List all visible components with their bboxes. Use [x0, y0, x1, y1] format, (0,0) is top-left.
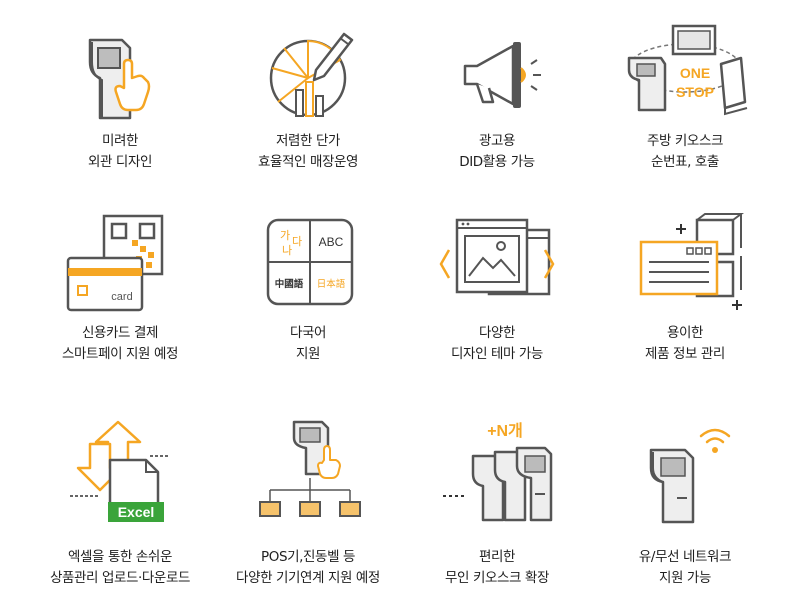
caption-line1: 엑셀을 통한 손쉬운	[68, 549, 172, 565]
feature-excel: Excel 엑셀을 통한 손쉬운 상품관리 업로드·다운로드	[21, 416, 219, 606]
product-info-boxes-icon	[625, 210, 745, 320]
na-label: 나	[282, 244, 292, 257]
chinese-label: 中國語	[275, 278, 304, 290]
caption-line1: 신용카드 결제	[81, 325, 158, 341]
feature-network: 유/무선 네트워크 지원 가능	[586, 416, 784, 606]
caption-line2: DID활용 가능	[459, 154, 535, 170]
feature-caption: 다양한 디자인 테마 가능	[398, 323, 596, 365]
feature-caption: 다국어 지원	[209, 323, 407, 365]
card-label: card	[111, 291, 132, 303]
caption-line1: 다국어	[289, 325, 327, 341]
feature-caption: 광고용 DID활용 가능	[398, 131, 596, 173]
caption-line2: 다양한 기기연계 지원 예정	[236, 570, 380, 586]
caption-line1: POS기,진동벨 등	[260, 549, 356, 565]
excel-label: Excel	[118, 504, 155, 520]
kiosk-touch-icon	[60, 18, 180, 128]
caption-line2: 스마트페이 지원 예정	[62, 346, 178, 362]
japanese-label: 日本語	[317, 278, 346, 290]
pie-pencil-chart-icon	[248, 18, 368, 128]
feature-caption: 저렴한 단가 효율적인 매장운영	[209, 131, 407, 173]
caption-line2: 무인 키오스크 확장	[445, 570, 549, 586]
feature-caption: 엑셀을 통한 손쉬운 상품관리 업로드·다운로드	[21, 547, 219, 589]
device-network-icon	[248, 416, 368, 526]
caption-line2: 제품 정보 관리	[645, 346, 725, 362]
wifi-kiosk-icon	[625, 416, 745, 526]
caption-line2: 외관 디자인	[88, 154, 152, 170]
caption-line1: 광고용	[478, 133, 516, 149]
feature-device-integration: POS기,진동벨 등 다양한 기기연계 지원 예정	[209, 416, 407, 606]
feature-caption: 유/무선 네트워크 지원 가능	[586, 547, 784, 589]
plus-n-label: +N개	[487, 421, 523, 440]
caption-line2: 효율적인 매장운영	[257, 154, 359, 170]
multiple-kiosks-icon: +N개	[437, 416, 557, 526]
feature-caption: 미려한 외관 디자인	[21, 131, 219, 173]
feature-multilingual: 가 다 나 ABC 中國語 日本語 다국어 지원	[209, 210, 407, 400]
caption-line1: 저렴한 단가	[276, 133, 340, 149]
feature-caption: 신용카드 결제 스마트페이 지원 예정	[21, 323, 219, 365]
stop-label: STOP	[676, 84, 714, 100]
one-stop-devices-icon: ONE STOP	[625, 18, 748, 128]
caption-line1: 주방 키오스크	[646, 133, 723, 149]
abc-label: ABC	[319, 235, 344, 249]
image-windows-icon	[437, 210, 557, 320]
feature-caption: 편리한 무인 키오스크 확장	[398, 547, 596, 589]
ga-label: 가	[280, 229, 290, 242]
feature-design: 미려한 외관 디자인	[21, 18, 219, 208]
feature-kiosk-expansion: +N개 편리한 무인 키오스크 확장	[398, 416, 596, 606]
feature-caption: 용이한 제품 정보 관리	[586, 323, 784, 365]
caption-line1: 다양한	[478, 325, 516, 341]
caption-line2: 디자인 테마 가능	[451, 346, 543, 362]
excel-upload-download-icon: Excel	[60, 416, 180, 526]
caption-line1: 미려한	[101, 133, 139, 149]
caption-line2: 순번표, 호출	[651, 154, 719, 170]
feature-kitchen-kiosk: ONE STOP 주방 키오스크 순번표, 호출	[586, 18, 784, 208]
one-label: ONE	[680, 65, 710, 81]
feature-caption: 주방 키오스크 순번표, 호출	[586, 131, 784, 173]
feature-design-theme: 다양한 디자인 테마 가능	[398, 210, 596, 400]
language-grid-icon: 가 다 나 ABC 中國語 日本語	[248, 210, 368, 320]
feature-card-payment: card 신용카드 결제 스마트페이 지원 예정	[21, 210, 219, 400]
caption-line1: 유/무선 네트워크	[638, 549, 732, 565]
caption-line2: 상품관리 업로드·다운로드	[49, 570, 190, 586]
caption-line1: 편리한	[478, 549, 516, 565]
feature-low-cost: 저렴한 단가 효율적인 매장운영	[209, 18, 407, 208]
feature-product-management: 용이한 제품 정보 관리	[586, 210, 784, 400]
caption-line2: 지원 가능	[659, 570, 711, 586]
card-qr-icon: card	[60, 210, 180, 320]
caption-line2: 지원	[295, 346, 321, 362]
megaphone-icon	[437, 18, 557, 128]
caption-line1: 용이한	[666, 325, 704, 341]
feature-advertising: 광고용 DID활용 가능	[398, 18, 596, 208]
da-label: 다	[292, 235, 302, 248]
feature-caption: POS기,진동벨 등 다양한 기기연계 지원 예정	[209, 547, 407, 589]
